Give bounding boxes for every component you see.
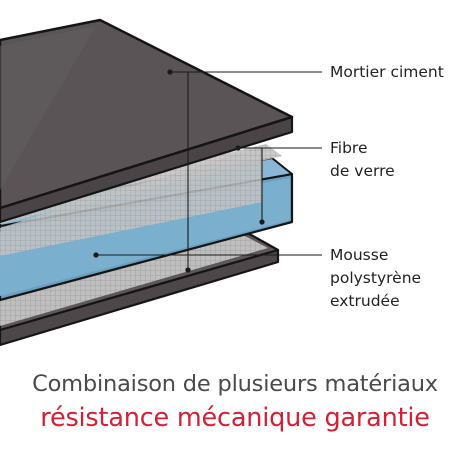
layer-diagram: Mortier ciment Fibre de verre Mousse pol… xyxy=(0,18,444,347)
caption-line1: Combinaison de plusieurs matériaux xyxy=(32,371,438,397)
bottom-fiberglass-mesh xyxy=(0,224,268,326)
label-fibre-line1: Fibre xyxy=(330,139,368,157)
label-mousse-line2: polystyrène xyxy=(330,269,421,287)
dot-fibre xyxy=(235,145,241,151)
label-mousse-line1: Mousse xyxy=(330,246,388,264)
label-mousse-line3: extrudée xyxy=(330,292,400,310)
caption: Combinaison de plusieurs matériaux résis… xyxy=(0,368,470,436)
caption-line2: résistance mécanique garantie xyxy=(40,403,430,433)
dot-mousse xyxy=(93,252,99,258)
leader-lines xyxy=(96,71,322,270)
leader-dots xyxy=(93,69,265,273)
dot-fibre-bottom xyxy=(259,219,265,225)
top-fiberglass-mesh xyxy=(0,144,282,256)
label-mortier: Mortier ciment xyxy=(330,63,444,81)
top-mortar-layer xyxy=(0,18,294,224)
dot-mortier-bottom xyxy=(185,267,191,273)
label-fibre-line2: de verre xyxy=(330,162,395,180)
dot-mortier xyxy=(167,69,173,75)
